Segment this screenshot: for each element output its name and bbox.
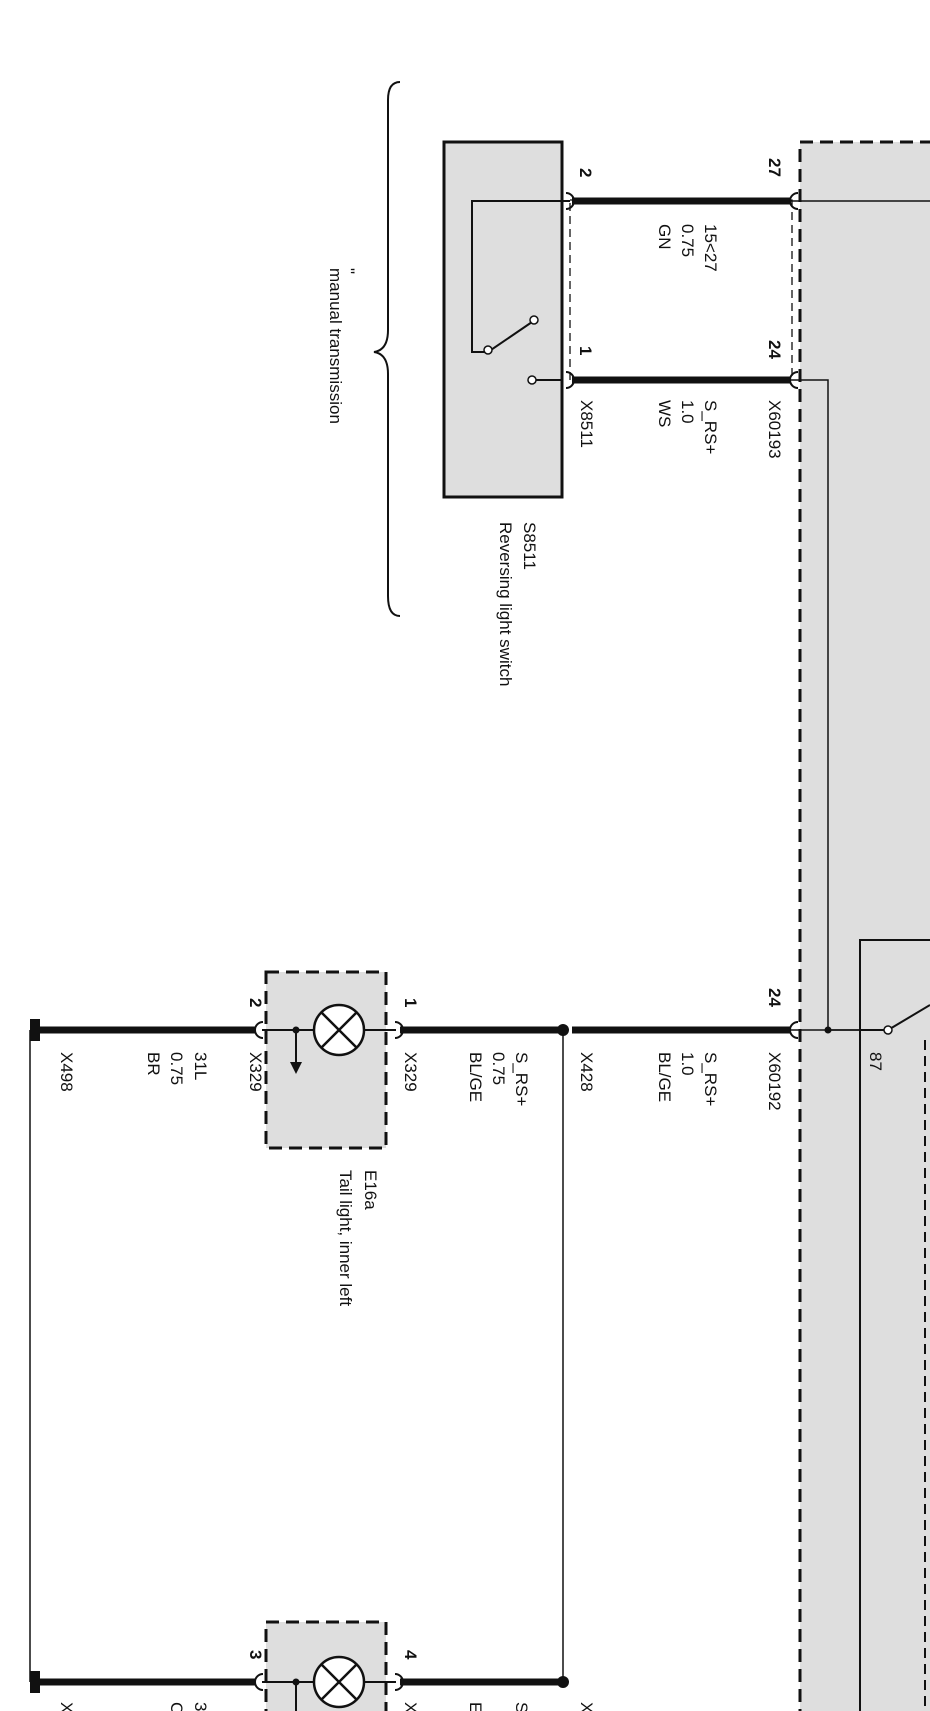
pin-x329-1: 1 [401, 998, 420, 1007]
lower-lamp-cross [320, 1663, 358, 1701]
switch-node-b [529, 315, 539, 325]
wire5-connector-a: X329 [246, 1052, 265, 1092]
pin-marker-x60193-27 [789, 192, 799, 210]
wire2-signal: S_RS+ [701, 400, 720, 454]
pin-marker-x8511-2 [565, 192, 575, 210]
switch-icon [471, 200, 570, 381]
cut-label-6: X [401, 1702, 420, 1711]
wire5-connector-b: X498 [57, 1052, 76, 1092]
pin-x329-2: 2 [246, 998, 265, 1007]
wire2-connector-b: X8511 [577, 400, 596, 448]
pin-x8511-1: 1 [576, 346, 595, 355]
switch-id: S8511 [520, 522, 539, 570]
wire5-color: BR [144, 1052, 163, 1076]
pin-x60193-24: 24 [765, 340, 784, 359]
pin-x60193-27: 27 [765, 158, 784, 177]
wire4-signal: S_RS+ [512, 1052, 531, 1106]
wire3-connector-a: X60192 [765, 1052, 784, 1111]
lamp-e16a-id: E16a [361, 1170, 380, 1210]
lamp-ground-arrow-head [290, 1062, 302, 1074]
wire4-connector: X329 [401, 1052, 420, 1092]
pin-marker-x329-2 [254, 1021, 264, 1039]
cut-label-4: 3 [191, 1702, 210, 1711]
switch-node-a [483, 345, 493, 355]
wire4-gauge: 0.75 [489, 1052, 508, 1085]
pin-marker-x60193-24 [789, 371, 799, 389]
cut-label-2: E [466, 1702, 485, 1711]
lower-ground-terminal [30, 1671, 40, 1693]
lamp-cross [320, 1011, 358, 1049]
pin-marker-x8511-1 [565, 371, 575, 389]
wire2-color: WS [655, 400, 674, 427]
cut-label-1: S [512, 1702, 531, 1711]
wire2-gauge: 1.0 [678, 400, 697, 424]
relay-contact-node [883, 1025, 893, 1035]
wire3-gauge: 1.0 [678, 1052, 697, 1076]
wire1-gauge: 0.75 [678, 224, 697, 257]
pin-marker-x329-1 [394, 1021, 404, 1039]
wire5-gauge: 0.75 [167, 1052, 186, 1085]
cut-label-3: C [167, 1702, 186, 1711]
wire1-color: GN [655, 224, 674, 250]
wire3-signal: S_RS+ [701, 1052, 720, 1106]
switch-node-c [527, 375, 537, 385]
cut-label-7: X [57, 1702, 76, 1711]
relay-box [859, 939, 930, 1711]
switch-s8511-box [442, 140, 564, 499]
pin-marker-lower-3 [254, 1673, 264, 1691]
ground-terminal-x498 [30, 1019, 40, 1041]
pin-lower-4: 4 [401, 1650, 420, 1660]
cut-label-5: X [577, 1702, 596, 1711]
wire3-connector-b: X428 [577, 1052, 596, 1092]
wire2-connector-a: X60193 [765, 400, 784, 459]
pin-x60192-24: 24 [765, 988, 784, 1007]
switch-name: Reversing light switch [496, 522, 515, 686]
group-mark: " [339, 268, 358, 274]
pin-x8511-2: 2 [576, 168, 595, 177]
group-brace [373, 81, 401, 617]
relay-terminal-label: 87 [866, 1052, 885, 1071]
pin-marker-x60192-24 [789, 1021, 799, 1039]
lamp-e16a-box [264, 970, 388, 1150]
wire5-signal: 31L [191, 1052, 210, 1080]
lamp-e16a-name: Tail light, inner left [336, 1170, 355, 1306]
wire4-color: BL/GE [466, 1052, 485, 1102]
group-label: manual transmission [326, 268, 345, 424]
wire1-signal: 15<27 [701, 224, 720, 272]
pin-lower-3: 3 [246, 1650, 265, 1659]
wire3-color: BL/GE [655, 1052, 674, 1102]
pin-marker-lower-4 [394, 1673, 404, 1691]
